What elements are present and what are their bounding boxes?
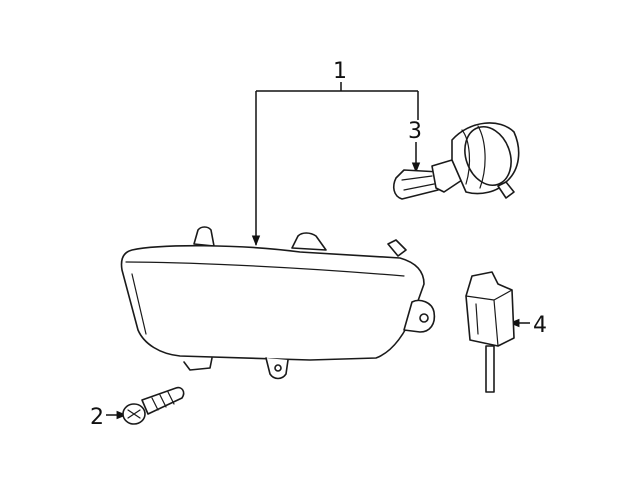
callout-2: 2 — [90, 405, 104, 430]
callout-1: 1 — [333, 59, 347, 84]
fog-lamp-part — [120, 226, 436, 380]
callout-4: 4 — [533, 313, 547, 338]
screw-part — [122, 386, 185, 425]
bulb-part — [392, 122, 520, 200]
callout-3: 3 — [408, 119, 422, 144]
leader-1 — [256, 82, 419, 245]
connector-part — [465, 271, 515, 393]
